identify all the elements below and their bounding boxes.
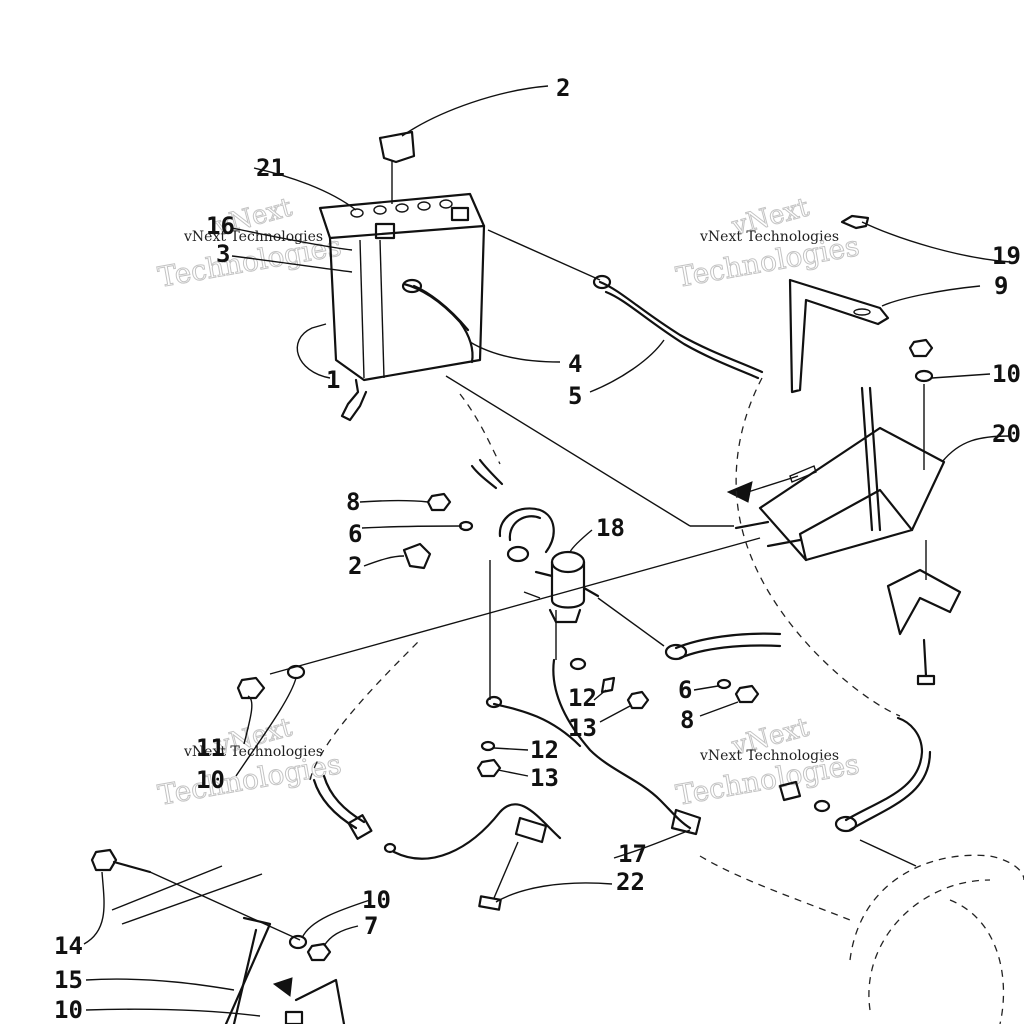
- cable-stub: [470, 458, 504, 490]
- leader-lines: [83, 85, 1011, 1017]
- callout-9: 9: [994, 272, 1008, 300]
- lower-bracket: [90, 848, 346, 1024]
- callout-7: 7: [364, 912, 378, 940]
- assembly-lines: [149, 229, 927, 941]
- callout-8-right: 8: [680, 706, 694, 734]
- callout-22: 22: [616, 868, 645, 896]
- callout-1: 1: [326, 366, 340, 394]
- callout-20: 20: [992, 420, 1021, 448]
- callout-10-bottom: 10: [362, 886, 391, 914]
- callout-10-left: 10: [196, 766, 225, 794]
- callout-19: 19: [992, 242, 1021, 270]
- nut-washer-right: [908, 338, 934, 383]
- watermark-top-left: vNext vNext Technologies Technologies: [155, 192, 344, 294]
- small-nuts-b: [476, 740, 502, 778]
- callout-labels: 2 21 16 3 1 4 5 19 9 10 20 8 6 2 18 6 8 …: [54, 74, 1021, 1024]
- callout-13-b: 13: [530, 764, 559, 792]
- callout-2-mid: 2: [348, 552, 362, 580]
- callout-8: 8: [346, 488, 360, 516]
- callout-16: 16: [206, 212, 235, 240]
- dashed-paths: [309, 377, 901, 921]
- callout-11: 11: [196, 734, 225, 762]
- vent-tube: [340, 378, 368, 422]
- solenoid-cable-loop: [498, 507, 555, 563]
- callout-18: 18: [596, 514, 625, 542]
- callout-12-a: 12: [568, 684, 597, 712]
- cable-left: [312, 774, 373, 840]
- callout-3: 3: [216, 240, 230, 268]
- solenoid: [523, 550, 600, 624]
- ground-cable: [778, 716, 932, 833]
- watermark-bottom-left: vNext vNext Technologies Technologies: [155, 712, 344, 812]
- small-nuts-a: [600, 676, 650, 710]
- battery-tray: [734, 426, 946, 562]
- callout-12-b: 12: [530, 736, 559, 764]
- watermark-line: vNext Technologies: [183, 229, 323, 245]
- wiring-harness: [383, 657, 702, 860]
- nut-washer-right-lower: [716, 678, 760, 704]
- callout-21: 21: [256, 154, 285, 182]
- callout-5: 5: [568, 382, 582, 410]
- battery: [318, 192, 486, 382]
- nut-washer-left: [426, 492, 474, 532]
- callout-15: 15: [54, 966, 83, 994]
- battery-cable-short: [401, 278, 474, 364]
- terminal-cap: [378, 130, 416, 204]
- wing-nut: [840, 214, 870, 230]
- callout-10: 10: [992, 360, 1021, 388]
- watermark-line: vNext Technologies: [699, 229, 839, 245]
- connector-pin: [478, 895, 502, 911]
- assembly-arrow: [726, 475, 799, 503]
- hold-down-bracket: [788, 278, 890, 394]
- callout-14: 14: [54, 932, 83, 960]
- watermark-top-right: vNext vNext Technologies Technologies: [673, 192, 862, 294]
- callout-4: 4: [568, 350, 582, 378]
- hold-down-bolt: [860, 386, 882, 532]
- engine-housing: [849, 854, 1024, 1024]
- battery-cable-long: [592, 274, 764, 380]
- watermark-line: vNext Technologies: [699, 748, 839, 764]
- solenoid-cable-right: [664, 632, 782, 661]
- callout-17: 17: [618, 840, 647, 868]
- watermark-bottom-right: vNext vNext Technologies Technologies: [673, 712, 862, 812]
- terminal-cap-mid: [402, 542, 432, 570]
- callout-10-corner: 10: [54, 996, 83, 1024]
- callout-13-a: 13: [568, 714, 597, 742]
- callout-2: 2: [556, 74, 570, 102]
- callout-6-right: 6: [678, 676, 692, 704]
- tray-bracket: [886, 568, 962, 686]
- callout-6: 6: [348, 520, 362, 548]
